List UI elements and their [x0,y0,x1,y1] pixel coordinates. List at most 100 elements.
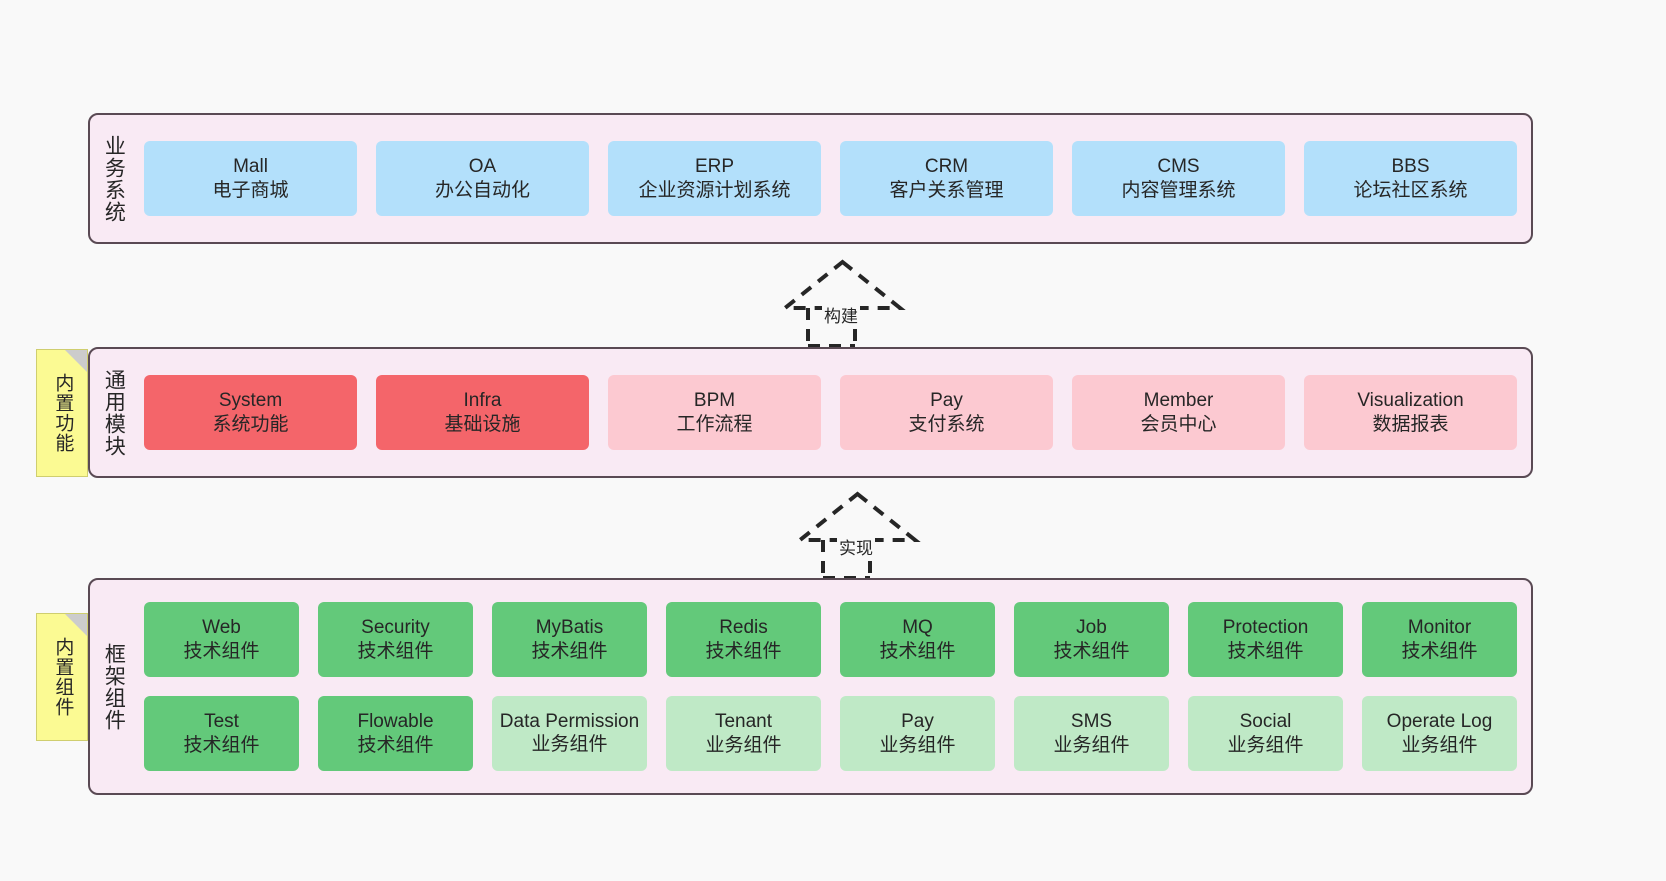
card-row: Test 技术组件 Flowable 技术组件 Data Permission … [144,696,1517,771]
card-title-en: OA [468,156,497,178]
card-title-cn: 办公自动化 [434,179,530,201]
card-title-en: Mall [233,156,268,178]
note-label: 内置功能 [52,373,74,453]
note-fold-corner-icon [65,350,87,372]
card-title-en: Data Permission [499,711,640,733]
card-test[interactable]: Test 技术组件 [144,696,299,771]
layer-body-framework-component: Web 技术组件 Security 技术组件 MyBatis 技术组件 Redi… [136,580,1531,793]
card-title-en: Redis [719,617,768,639]
card-crm[interactable]: CRM 客户关系管理 [840,141,1053,216]
card-title-en: Pay [901,711,934,733]
card-title-cn: 客户关系管理 [889,179,1004,201]
card-protection[interactable]: Protection 技术组件 [1188,602,1343,677]
card-social[interactable]: Social 业务组件 [1188,696,1343,771]
card-title-cn: 技术组件 [531,640,608,662]
connector-build: 构建 [760,258,925,348]
card-monitor[interactable]: Monitor 技术组件 [1362,602,1517,677]
card-title-cn: 技术组件 [183,734,260,756]
card-title-en: Monitor [1407,617,1472,639]
card-title-cn: 技术组件 [357,640,434,662]
card-security[interactable]: Security 技术组件 [318,602,473,677]
card-title-cn: 技术组件 [183,640,260,662]
layer-body-business-system: Mall 电子商城 OA 办公自动化 ERP 企业资源计划系统 CRM 客户关系… [136,115,1531,242]
card-visualization[interactable]: Visualization 数据报表 [1304,375,1517,450]
card-title-cn: 企业资源计划系统 [638,179,791,201]
card-title-cn: 业务组件 [1227,734,1304,756]
card-row: System 系统功能 Infra 基础设施 BPM 工作流程 Pay 支付系统… [144,375,1517,450]
card-mybatis[interactable]: MyBatis 技术组件 [492,602,647,677]
card-title-en: BPM [693,390,736,412]
card-sms[interactable]: SMS 业务组件 [1014,696,1169,771]
connector-implement: 实现 [775,490,940,580]
card-title-en: SMS [1070,711,1113,733]
card-title-en: Social [1239,711,1292,733]
card-erp[interactable]: ERP 企业资源计划系统 [608,141,821,216]
card-title-cn: 业务组件 [531,733,608,755]
card-data-permission[interactable]: Data Permission 业务组件 [492,696,647,771]
card-mall[interactable]: Mall 电子商城 [144,141,357,216]
card-title-cn: 业务组件 [1053,734,1130,756]
card-bbs[interactable]: BBS 论坛社区系统 [1304,141,1517,216]
card-title-en: CRM [924,156,969,178]
card-oa[interactable]: OA 办公自动化 [376,141,589,216]
card-title-cn: 技术组件 [705,640,782,662]
connector-label-implement: 实现 [837,534,875,559]
card-title-en: Operate Log [1386,711,1493,733]
card-system[interactable]: System 系统功能 [144,375,357,450]
card-title-en: Flowable [357,711,434,733]
card-title-cn: 业务组件 [879,734,956,756]
layer-common-module: 通用模块 System 系统功能 Infra 基础设施 BPM 工作流程 Pay… [88,347,1533,478]
card-title-en: Web [202,617,241,639]
card-cms[interactable]: CMS 内容管理系统 [1072,141,1285,216]
card-title-en: Member [1143,390,1214,412]
card-web[interactable]: Web 技术组件 [144,602,299,677]
card-pay[interactable]: Pay 支付系统 [840,375,1053,450]
card-title-cn: 数据报表 [1372,413,1449,435]
card-title-cn: 技术组件 [357,734,434,756]
note-label: 内置组件 [52,637,74,717]
card-title-en: MQ [902,617,933,639]
card-title-en: Tenant [714,711,773,733]
card-title-cn: 业务组件 [705,734,782,756]
card-title-en: MyBatis [535,617,604,639]
layer-body-common-module: System 系统功能 Infra 基础设施 BPM 工作流程 Pay 支付系统… [136,349,1531,476]
card-title-cn: 基础设施 [444,413,521,435]
card-title-cn: 技术组件 [1401,640,1478,662]
card-row: Web 技术组件 Security 技术组件 MyBatis 技术组件 Redi… [144,602,1517,677]
card-row: Mall 电子商城 OA 办公自动化 ERP 企业资源计划系统 CRM 客户关系… [144,141,1517,216]
card-redis[interactable]: Redis 技术组件 [666,602,821,677]
card-flowable[interactable]: Flowable 技术组件 [318,696,473,771]
layer-title-framework-component: 框架组件 [102,642,126,731]
card-bpm[interactable]: BPM 工作流程 [608,375,821,450]
card-job[interactable]: Job 技术组件 [1014,602,1169,677]
card-title-en: System [218,390,283,412]
card-title-en: Pay [930,390,963,412]
card-title-cn: 支付系统 [908,413,985,435]
card-title-en: BBS [1391,156,1430,178]
note-builtin-component: 内置组件 [36,613,88,741]
card-mq[interactable]: MQ 技术组件 [840,602,995,677]
card-infra[interactable]: Infra 基础设施 [376,375,589,450]
card-title-cn: 业务组件 [1401,734,1478,756]
card-title-en: Test [204,711,239,733]
card-title-en: ERP [694,156,735,178]
card-title-cn: 电子商城 [212,179,289,201]
card-title-cn: 工作流程 [676,413,753,435]
card-tenant[interactable]: Tenant 业务组件 [666,696,821,771]
card-title-en: Infra [463,390,502,412]
card-title-en: Protection [1222,617,1309,639]
card-title-en: CMS [1157,156,1200,178]
card-member[interactable]: Member 会员中心 [1072,375,1285,450]
layer-title-business-system: 业务系统 [102,134,126,223]
card-title-cn: 技术组件 [1227,640,1304,662]
layer-business-system: 业务系统 Mall 电子商城 OA 办公自动化 ERP 企业资源计划系统 CRM… [88,113,1533,244]
card-title-cn: 技术组件 [1053,640,1130,662]
card-title-en: Visualization [1357,390,1464,412]
card-pay-component[interactable]: Pay 业务组件 [840,696,995,771]
layer-framework-component: 框架组件 Web 技术组件 Security 技术组件 MyBatis 技术组件… [88,578,1533,795]
card-title-cn: 会员中心 [1140,413,1217,435]
layer-title-common-module: 通用模块 [102,368,126,457]
card-operate-log[interactable]: Operate Log 业务组件 [1362,696,1517,771]
note-fold-corner-icon [65,614,87,636]
card-title-cn: 技术组件 [879,640,956,662]
